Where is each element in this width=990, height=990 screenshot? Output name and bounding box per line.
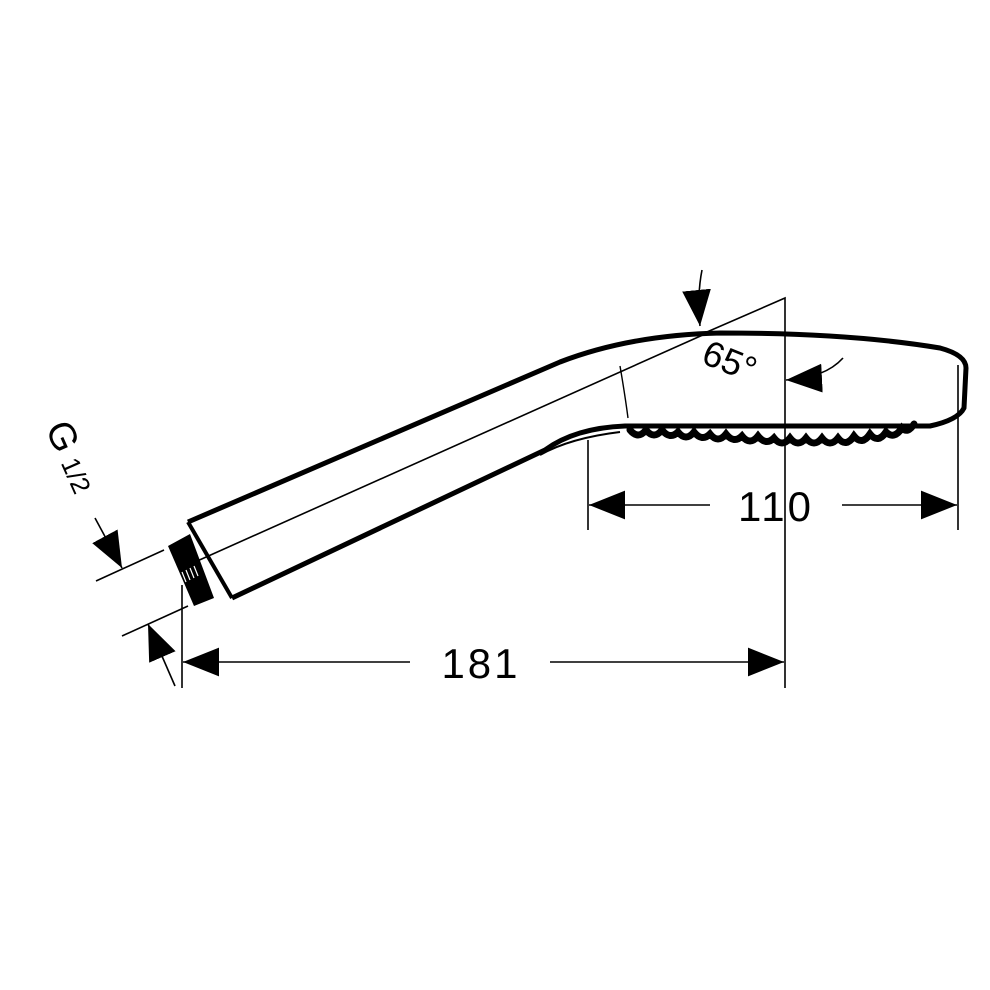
- angle-leader-top: [682, 269, 711, 327]
- thread-letter: G: [37, 415, 87, 459]
- shower-body-outline: [187, 330, 969, 601]
- dim-overall-length: 181: [441, 640, 520, 687]
- thread-ext-bottom: [121, 605, 189, 637]
- thread-fraction: 1/2: [55, 453, 97, 498]
- angle-leader-right: [785, 357, 844, 393]
- angle-line: [699, 296, 786, 688]
- axis-line: [194, 333, 706, 563]
- spray-nozzles: [626, 420, 918, 447]
- handle-end: [186, 520, 234, 600]
- angle-label: 65°: [697, 332, 763, 390]
- thread-marks: [181, 565, 199, 583]
- dim-head-length: 110: [738, 483, 814, 530]
- thread-leader-bottom: [147, 623, 176, 687]
- thread-ext-top: [95, 549, 165, 582]
- angle-arc: [619, 365, 629, 419]
- thread-label: G 1/2: [37, 415, 97, 499]
- handle-inner-line: [539, 431, 621, 456]
- thread-leader-top: [92, 517, 123, 569]
